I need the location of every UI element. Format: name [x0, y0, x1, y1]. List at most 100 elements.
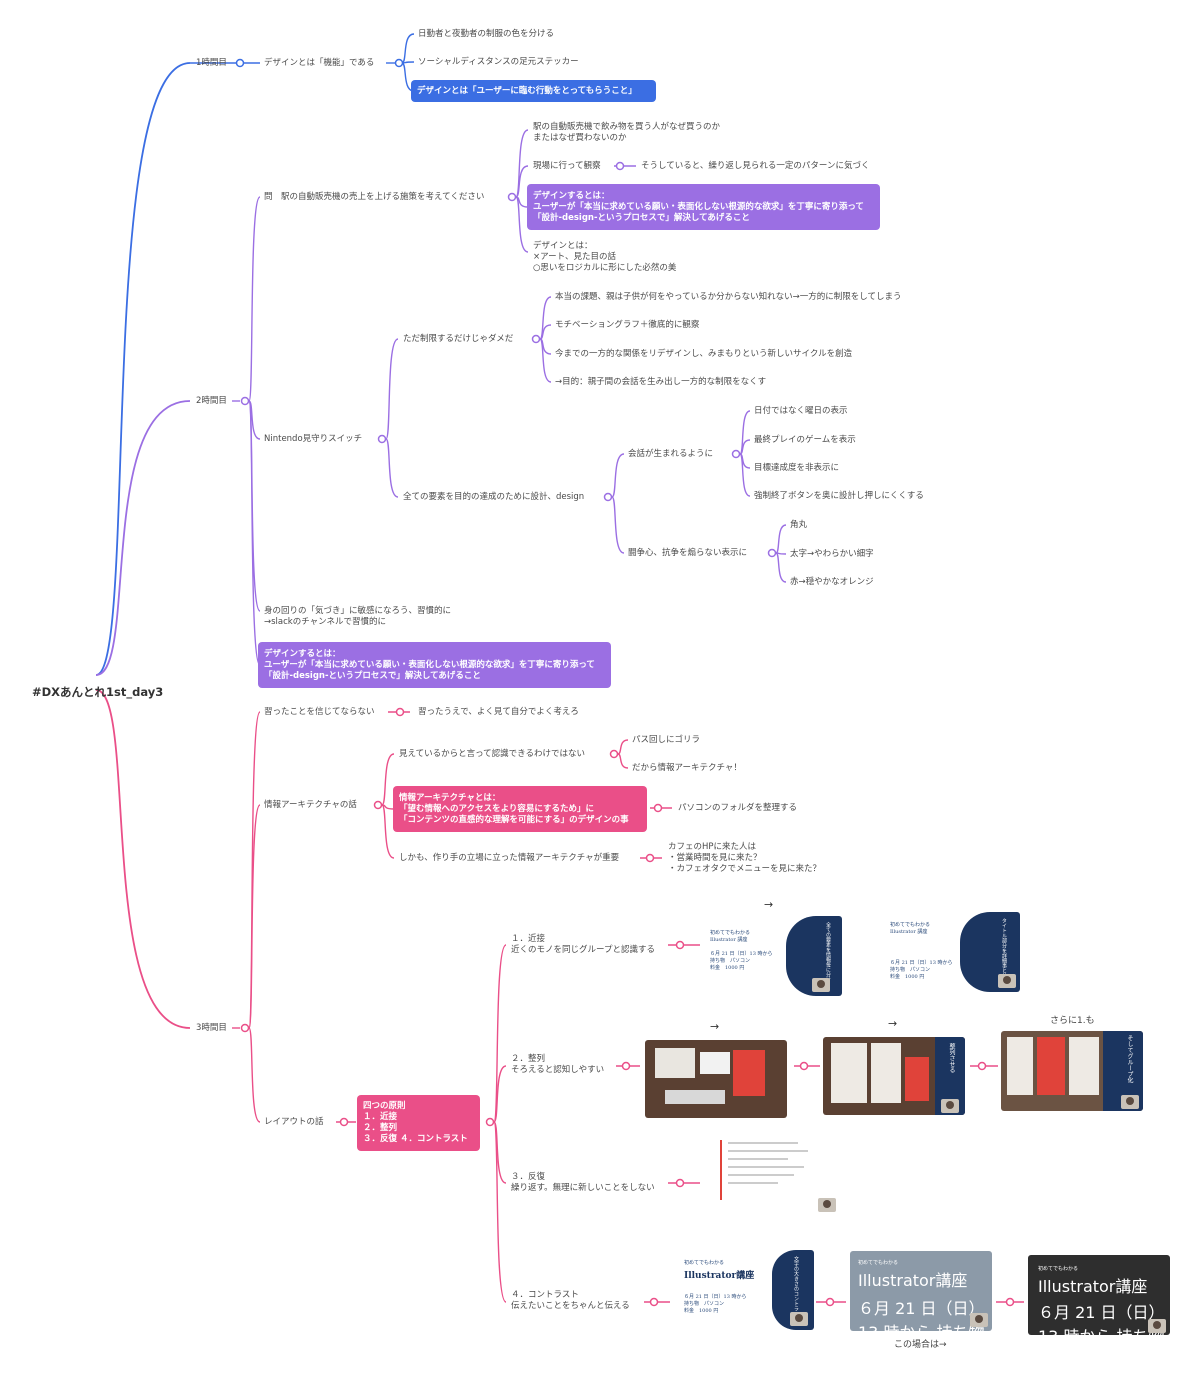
not-limit-item[interactable]: モチベーショングラフ＋徹底的に観察 — [555, 320, 700, 330]
hour1-definition-box[interactable]: デザインとは「ユーザーに臨む行動をとってもらうこと」 — [411, 80, 656, 102]
not-limit-item[interactable]: →目的：親子間の会話を生み出し一方的な制限をなくす — [555, 377, 767, 387]
conversation-item[interactable]: 強制終了ボタンを奥に設計し押しにくくする — [754, 491, 924, 501]
hour1-item[interactable]: 日勤者と夜勤者の制服の色を分ける — [418, 29, 555, 39]
observe-note[interactable]: そうしていると、繰り返し見られる一定のパターンに気づく — [641, 161, 870, 171]
conversation-item[interactable]: 最終プレイのゲームを表示 — [754, 435, 856, 445]
root-topic[interactable]: #DXあんとれ1st_day3 — [32, 685, 164, 699]
hour2-node[interactable]: 2時間目 — [196, 396, 227, 406]
connector-dot[interactable] — [675, 1178, 685, 1188]
slide-course-big: Illustrator講座 — [684, 1271, 755, 1281]
design-definition-note[interactable]: デザインとは： ×アート、見た目の話 ○思いをロジカルに形にした必然の美 — [533, 241, 677, 273]
presenter-avatar — [970, 1313, 988, 1327]
hour1-topic[interactable]: デザインとは「機能」である — [264, 58, 375, 68]
connector-dot[interactable] — [825, 1297, 835, 1307]
hour1-node[interactable]: 1時間目 — [196, 58, 227, 68]
red-book — [1037, 1037, 1065, 1095]
keyboard — [665, 1090, 725, 1104]
conversation-node[interactable]: 会話が生まれるように — [628, 449, 714, 459]
connector-dot[interactable] — [485, 1117, 495, 1127]
connector-dot[interactable] — [731, 449, 741, 459]
question-node[interactable]: 問 駅の自動販売機の売上を上げる施策を考えてください — [264, 192, 485, 202]
connector-dot[interactable] — [977, 1061, 987, 1071]
awareness-node[interactable]: 身の回りの「気づき」に敏感になろう、習慣的に →slackのチャンネルで習慣的に — [264, 606, 452, 627]
four-principles-box[interactable]: 四つの原則 １．近接 ２．整列 ３．反復 ４．コントラスト — [357, 1095, 480, 1151]
hour3-node[interactable]: 3時間目 — [196, 1023, 227, 1033]
hour1-item[interactable]: ソーシャルディスタンスの足元ステッカー — [418, 57, 579, 67]
no-conflict-item[interactable]: 太字→やわらかい細字 — [790, 549, 874, 559]
connector-dot[interactable] — [373, 800, 383, 810]
principle-alignment[interactable]: ２．整列 そろえると認知しやすい — [511, 1054, 605, 1075]
layout-node[interactable]: レイアウトの話 — [264, 1117, 324, 1127]
principle-proximity[interactable]: １．近接 近くのモノを同じグループと認識する — [511, 934, 655, 955]
question-item[interactable]: 現場に行って観察 — [533, 161, 601, 171]
ia-note[interactable]: パソコンのフォルダを整理する — [678, 803, 798, 813]
not-limit-item[interactable]: 今までの一方的な関係をリデザインし、みまもりという新しいサイクルを創造 — [555, 349, 853, 359]
no-conflict-item[interactable]: 角丸 — [790, 520, 808, 530]
arrow-label: → — [888, 1017, 898, 1030]
ia-definition-box[interactable]: 情報アーキテクチャとは： 「望む情報へのアクセスをより容易にするため」に 「コン… — [393, 786, 647, 832]
slide-course-big: Illustrator講座 — [1038, 1277, 1148, 1296]
design-definition-box-2[interactable]: デザインするとは： ユーザーが「本当に求めている願い・表面化しない根源的な欲求」… — [258, 642, 611, 688]
visible-item[interactable]: だから情報アーキテクチャ！ — [632, 763, 742, 773]
connector-line — [739, 453, 751, 497]
alignment-photo[interactable] — [645, 1040, 787, 1118]
slide-vertical-note: 文字の大きさのコントラスト — [793, 1256, 799, 1321]
conversation-item[interactable]: 目標達成度を非表示に — [754, 463, 840, 473]
connector-dot[interactable] — [645, 853, 655, 863]
nintendo-node[interactable]: Nintendo見守りスイッチ — [264, 434, 363, 444]
conversation-item[interactable]: 日付ではなく曜日の表示 — [754, 406, 848, 416]
connector-dot[interactable] — [621, 1061, 631, 1071]
connector-dot[interactable] — [649, 1297, 659, 1307]
ia-node[interactable]: 情報アーキテクチャの話 — [264, 800, 357, 810]
connector-dot[interactable] — [240, 1023, 250, 1033]
connector-dot[interactable] — [531, 334, 541, 344]
no-conflict-item[interactable]: 赤→穏やかなオレンジ — [790, 577, 874, 587]
connector-dot[interactable] — [377, 434, 387, 444]
connector-dot[interactable] — [603, 492, 613, 502]
visible-item[interactable]: パス回しにゴリラ — [632, 735, 701, 745]
visible-node[interactable]: 見えているからと言って認識できるわけではない — [399, 749, 585, 759]
alignment-photo[interactable]: そしてグループ化 — [1001, 1031, 1143, 1111]
question-item[interactable]: 駅の自動販売機で飲み物を買う人がなぜ買うのか またはなぜ買わないのか — [533, 122, 721, 143]
not-limit-item[interactable]: 本当の課題、親は子供が何をやっているか分からない知れない→一方的に制限をしてしま… — [555, 292, 902, 302]
cafe-note[interactable]: カフェのHPに来た人は ・営業時間を見に来た？ ・カフェオタクでメニューを見に来… — [668, 842, 822, 874]
connector-dot[interactable] — [235, 58, 245, 68]
connector-dot[interactable] — [395, 707, 405, 717]
contrast-dark-slide[interactable]: 初めてでもわかる Illustrator講座 ６月 21 日（日）13 時から … — [1028, 1255, 1170, 1335]
connector-dot[interactable] — [240, 396, 250, 406]
user-side-node[interactable]: しかも、作り手の立場に立った情報アーキテクチャが重要 — [399, 853, 620, 863]
connector-dot[interactable] — [1005, 1297, 1015, 1307]
connector-dot[interactable] — [653, 803, 663, 813]
connector-line — [381, 804, 395, 859]
alignment-photo[interactable]: 整列させる — [823, 1037, 965, 1115]
contrast-slide[interactable]: 初めてでもわかる Illustrator講座 ６月 21 日（日）13 時から … — [676, 1250, 814, 1330]
no-conflict-node[interactable]: 闘争心、抗争を煽らない表示に — [628, 548, 748, 558]
connector-line — [493, 1121, 507, 1303]
slide-course-title: 初めてでもわかる Illustrator 講座 — [710, 930, 751, 943]
slide-thumbnail[interactable]: 初めてでもわかる Illustrator 講座 ６月 21 日（日）13 時から… — [884, 912, 1020, 992]
text-line — [728, 1174, 794, 1176]
dont-believe-node[interactable]: 習ったことを信じてならない — [264, 707, 375, 717]
slide-thumbnail[interactable]: 初めてでもわかる Illustrator 講座 ６月 21 日（日）13 時から… — [704, 916, 842, 996]
all-elements-node[interactable]: 全ての要素を目的の達成のために設計、design — [403, 492, 585, 502]
principle-repetition[interactable]: ３．反復 繰り返す。無理に新しいことをしない — [511, 1172, 655, 1193]
connector-line — [515, 165, 529, 198]
dont-believe-note[interactable]: 習ったうえで、よく見て自分でよく考えろ — [418, 707, 579, 717]
connector-dot[interactable] — [507, 192, 517, 202]
paper-item — [831, 1043, 867, 1103]
principle-contrast[interactable]: ４．コントラスト 伝えたいことをちゃんと伝える — [511, 1290, 630, 1311]
presenter-avatar — [941, 1099, 959, 1113]
connector-dot[interactable] — [767, 548, 777, 558]
connector-dot[interactable] — [339, 1117, 349, 1127]
text-line — [728, 1166, 804, 1168]
connector-dot[interactable] — [799, 1061, 809, 1071]
contrast-photo-slide[interactable]: 初めてでもわかる Illustrator講座 ６月 21 日（日）13 時から … — [850, 1251, 992, 1331]
design-definition-box[interactable]: デザインするとは： ユーザーが「本当に求めている願い・表面化しない根源的な欲求」… — [527, 184, 880, 230]
repetition-document[interactable] — [714, 1134, 840, 1216]
connector-dot[interactable] — [394, 58, 404, 68]
slide-details: ６月 21 日（日）13 時から 持ち物 パソコン 料金 1000 円 — [890, 960, 953, 980]
connector-dot[interactable] — [675, 940, 685, 950]
connector-dot[interactable] — [615, 161, 625, 171]
not-limit-node[interactable]: ただ制限するだけじゃダメだ — [403, 334, 514, 344]
connector-dot[interactable] — [609, 749, 619, 759]
